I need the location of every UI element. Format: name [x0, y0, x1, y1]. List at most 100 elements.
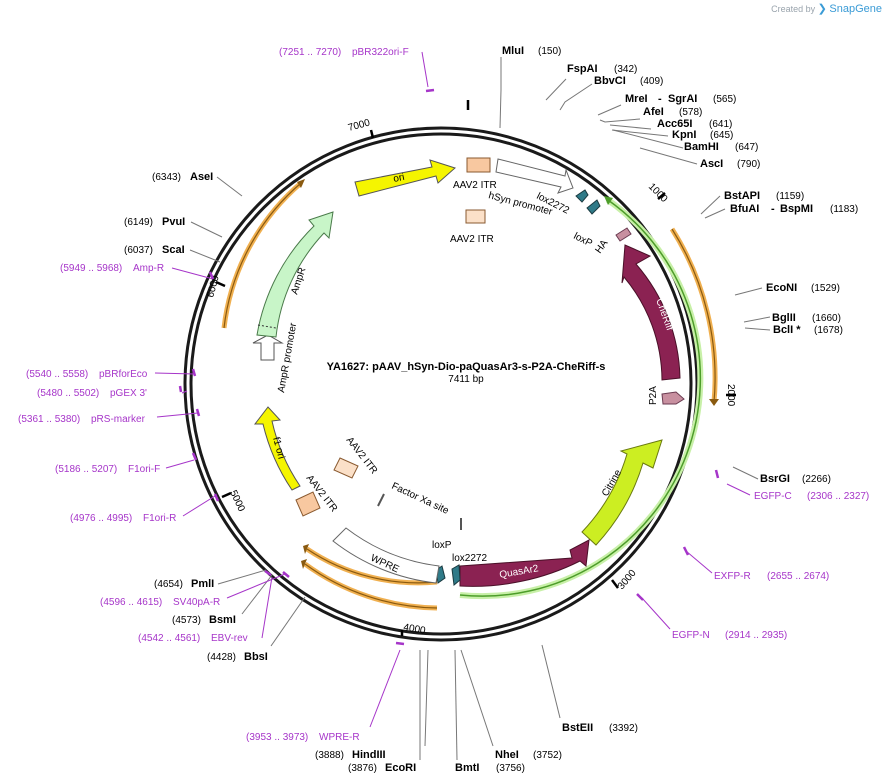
branding-name: SnapGene	[829, 3, 882, 15]
enzyme-kpni-pos: (645)	[710, 130, 733, 141]
primer-pbr322ori-range: (7251 .. 7270)	[279, 47, 341, 58]
enzyme-fspai-pos: (342)	[614, 64, 637, 75]
enzyme-acc65i: Acc65I	[657, 118, 692, 130]
enzyme-mlui: MluI	[502, 45, 524, 57]
plasmid-size: 7411 bp	[448, 374, 484, 385]
enzyme-bamhi: BamHI	[684, 141, 719, 153]
amp-promoter-label: AmpR promoter	[276, 321, 299, 393]
feature-ampr: AmpR	[256, 211, 334, 338]
tick-label-4000: 4000	[402, 622, 426, 637]
feature-itr-top: AAV2 ITR	[453, 157, 497, 191]
feature-ori: ori	[354, 159, 456, 197]
feature-itr-bottom-2: AAV2 ITR	[295, 473, 339, 517]
loxp-bottom-label: loxP	[432, 540, 452, 551]
enzyme-labels: MluI (150) FspAI (342) BbvCI (409) MreI …	[124, 45, 858, 774]
loxp-top-label: loxP	[572, 231, 595, 250]
lox2272-bottom-label: lox2272	[452, 553, 487, 564]
enzyme-bmti-pos: (3756)	[496, 763, 525, 774]
enzyme-nhei-pos: (3752)	[533, 750, 562, 761]
enzyme-bamhi-pos: (647)	[735, 142, 758, 153]
enzyme-bsteii: BstEII	[562, 722, 593, 734]
enzyme-hindiii: HindIII	[352, 749, 386, 761]
enzyme-econi-pos: (1529)	[811, 283, 840, 294]
enzyme-bbsi-pos: (4428)	[207, 652, 236, 663]
enzyme-afei-pos: (578)	[679, 107, 702, 118]
plasmid-title: YA1627: pAAV_hSyn-Dio-paQuasAr3-s-P2A-Ch…	[327, 361, 606, 385]
primer-egfp-c-name: EGFP-C	[754, 491, 792, 502]
feature-factor-xa: Factor Xa site	[377, 481, 462, 530]
ori-label: ori	[392, 172, 405, 185]
ha-label: HA	[593, 238, 610, 256]
enzyme-asei: AseI	[190, 171, 213, 183]
enzyme-bmti: BmtI	[455, 762, 479, 774]
primer-pgex3-name: pGEX 3'	[110, 388, 147, 399]
primer-egfp-n-name: EGFP-N	[672, 630, 710, 641]
plasmid-name: YA1627: pAAV_hSyn-Dio-paQuasAr3-s-P2A-Ch…	[327, 361, 606, 373]
enzyme-bbsi: BbsI	[244, 651, 268, 663]
primer-pgex3-range: (5480 .. 5502)	[37, 388, 99, 399]
primer-f1ori-f-range: (5186 .. 5207)	[55, 464, 117, 475]
enzyme-pvui-pos: (6149)	[124, 217, 153, 228]
enzyme-mrei: MreI	[625, 93, 648, 105]
enzyme-ecori-pos: (3876)	[348, 763, 377, 774]
primer-markers	[154, 51, 751, 728]
tick-label-1000: 1000	[646, 181, 670, 205]
primer-wpre-r-range: (3953 .. 3973)	[246, 732, 308, 743]
enzyme-bsmi: BsmI	[209, 614, 236, 626]
enzyme-bglii: BglII	[772, 312, 796, 324]
tick-7000	[369, 129, 375, 139]
factor-xa-label: Factor Xa site	[390, 481, 451, 517]
enzyme-scai-pos: (6037)	[124, 245, 153, 256]
enzyme-asei-pos: (6343)	[152, 172, 181, 183]
feature-f1-ori: f1 ori	[253, 406, 301, 491]
enzyme-mrei-dash: -	[658, 93, 662, 105]
enzyme-bsrgi-pos: (2266)	[802, 474, 831, 485]
primer-f1ori-f-name: F1ori-F	[128, 464, 160, 475]
enzyme-sgrai-pos: (565)	[713, 94, 736, 105]
enzyme-kpni: KpnI	[672, 129, 696, 141]
primer-exfp-r-range: (2655 .. 2674)	[767, 571, 829, 582]
primer-prs-marker-name: pRS-marker	[91, 414, 146, 425]
enzyme-hindiii-pos: (3888)	[315, 750, 344, 761]
enzyme-bglii-pos: (1660)	[812, 313, 841, 324]
enzyme-leader-lines	[189, 57, 771, 761]
primer-exfp-r-name: EXFP-R	[714, 571, 751, 582]
tick-label-3000: 3000	[616, 567, 639, 591]
feature-itr-top-2: AAV2 ITR	[450, 209, 494, 245]
feature-wpre: WPRE	[332, 527, 440, 584]
enzyme-mlui-pos: (150)	[538, 46, 561, 57]
enzyme-pvui: PvuI	[162, 216, 185, 228]
primer-prs-marker-range: (5361 .. 5380)	[18, 414, 80, 425]
scale-ticks	[215, 100, 736, 636]
primer-f1ori-r-range: (4976 .. 4995)	[70, 513, 132, 524]
enzyme-bstapi: BstAPI	[724, 190, 760, 202]
enzyme-bbvci: BbvCI	[594, 75, 626, 87]
primer-ebv-rev-name: EBV-rev	[211, 633, 248, 644]
tick-label-2000: 2000	[725, 384, 736, 407]
enzyme-acc65i-pos: (641)	[709, 119, 732, 130]
enzyme-ecori: EcoRI	[385, 762, 416, 774]
enzyme-bcli: BclI *	[773, 324, 801, 336]
enzyme-pmli: PmlI	[191, 578, 214, 590]
feature-itr-bottom: AAV2 ITR	[333, 435, 379, 479]
enzyme-sgrai: SgrAI	[668, 93, 697, 105]
enzyme-bspmi-pos: (1183)	[830, 204, 858, 215]
orf-arcs	[221, 179, 719, 611]
tick-label-7000: 7000	[347, 117, 372, 133]
primer-egfp-n-range: (2914 .. 2935)	[725, 630, 787, 641]
primer-amp-r-range: (5949 .. 5968)	[60, 263, 122, 274]
enzyme-asci: AscI	[700, 158, 723, 170]
tick-label-5000: 5000	[227, 489, 247, 514]
tick-1000	[657, 192, 666, 200]
p2a-label: P2A	[648, 386, 659, 405]
primer-egfp-c-range: (2306 .. 2327)	[807, 491, 869, 502]
cds-outline	[459, 196, 704, 600]
tick-6000	[215, 280, 226, 288]
enzyme-bspmi: BspMI	[780, 203, 813, 215]
primer-pbrforeco-range: (5540 .. 5558)	[26, 369, 88, 380]
feature-quasar2: QuasAr2	[459, 539, 590, 587]
enzyme-bbvci-pos: (409)	[640, 76, 663, 87]
enzyme-nhei: NheI	[495, 749, 519, 761]
primer-wpre-r-name: WPRE-R	[319, 732, 360, 743]
